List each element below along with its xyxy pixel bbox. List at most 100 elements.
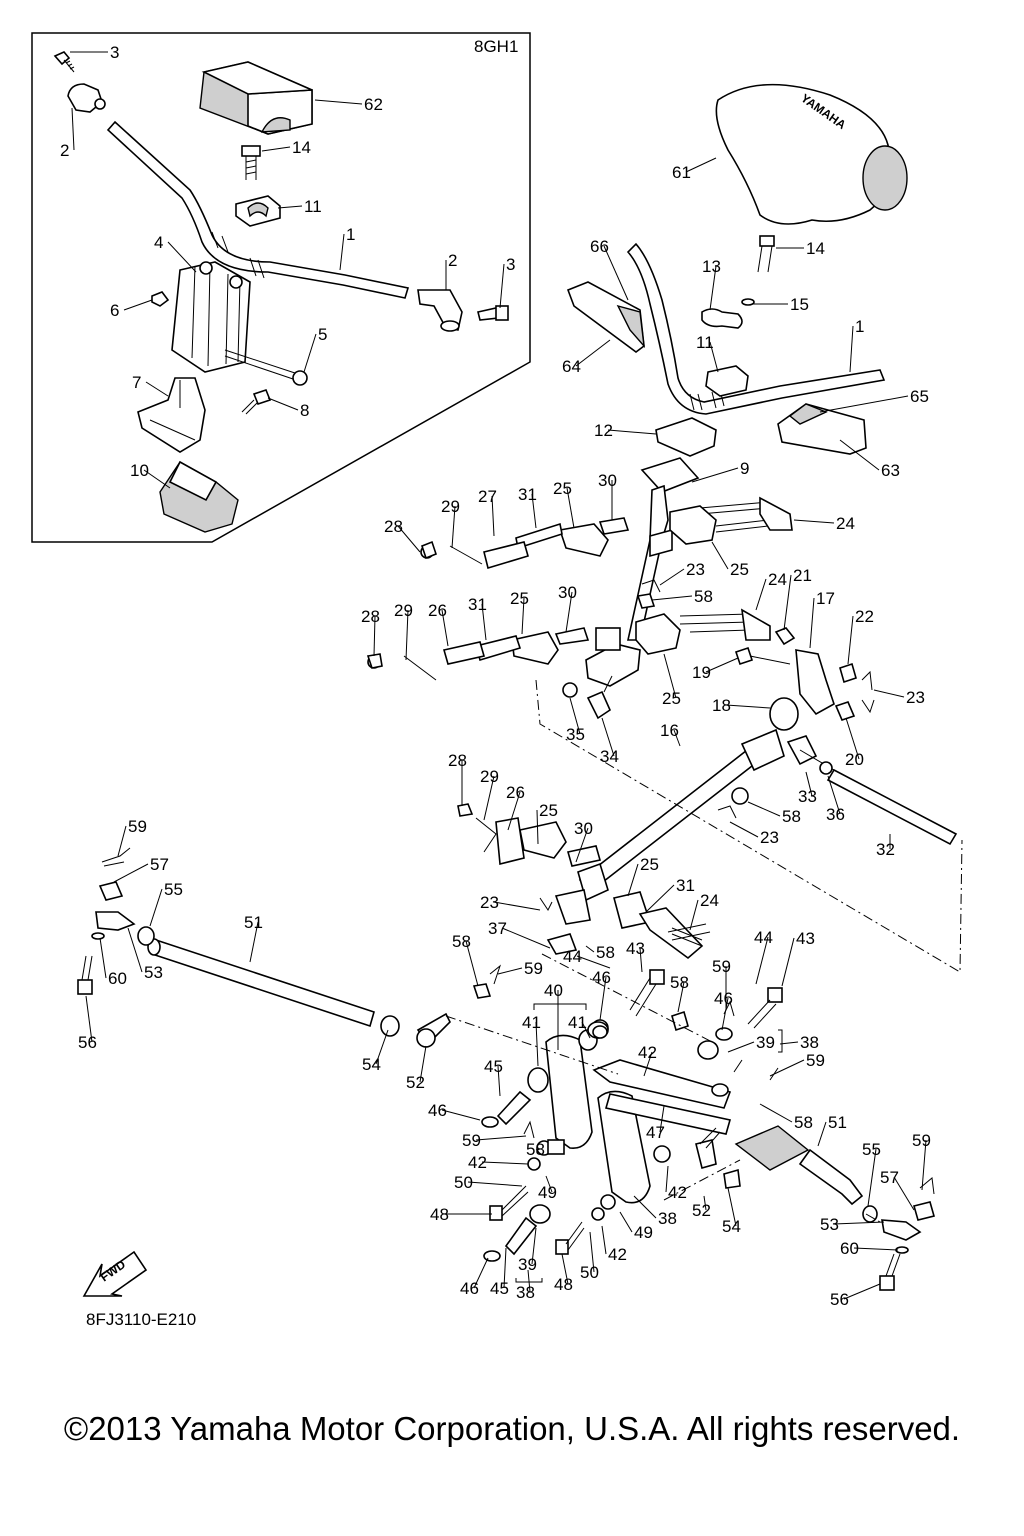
callout-leader-line	[501, 927, 551, 949]
callout-leader-line	[405, 609, 409, 661]
callout-leader-line	[665, 1165, 669, 1193]
callout-number: 52	[406, 1073, 425, 1092]
grip-63	[777, 403, 867, 455]
callout-number: 51	[828, 1113, 847, 1132]
callout-number: 38	[800, 1033, 819, 1052]
callout-leader-line	[639, 947, 643, 973]
nuts-small	[366, 540, 733, 1097]
callout-leader-line	[619, 1211, 633, 1233]
callout-leader-line	[71, 107, 75, 151]
callout-leader-line	[659, 568, 685, 586]
callout-leader-line	[249, 921, 259, 963]
callout-leader-line	[267, 397, 299, 411]
callout-leader-line	[531, 493, 537, 529]
callout-number: 21	[793, 566, 812, 585]
callout-number: 56	[830, 1290, 849, 1309]
callout-number: 15	[790, 295, 809, 314]
callout-number: 25	[553, 479, 572, 498]
callout-number: 42	[468, 1153, 487, 1172]
callout-leader-line	[375, 1029, 389, 1065]
callout-leader-line	[277, 205, 303, 209]
callout-leader-line	[123, 299, 153, 311]
tie-rod-34	[562, 675, 613, 720]
callout-leader-line	[783, 574, 792, 631]
callout-number: 43	[796, 929, 815, 948]
callout-number: 38	[658, 1209, 677, 1228]
callout-number: 9	[740, 459, 749, 478]
callout-leader-line	[601, 717, 615, 757]
tie-rod-end-right	[879, 1201, 935, 1291]
callout-number: 46	[428, 1101, 447, 1120]
grip-64	[566, 281, 645, 353]
callout-leader-line	[441, 609, 449, 647]
callout-number: 58	[670, 973, 689, 992]
callout-number: 18	[712, 696, 731, 715]
callout-number: 46	[460, 1279, 479, 1298]
callout-number: 7	[132, 373, 141, 392]
callout-number: 29	[394, 601, 413, 620]
callout-number: 23	[480, 893, 499, 912]
callout-leader-line	[99, 937, 107, 979]
callout-number: 42	[608, 1245, 627, 1264]
lower-arms	[546, 889, 711, 960]
bolts-lower	[489, 927, 783, 1255]
callout-number: 26	[428, 601, 447, 620]
callout-number: 64	[562, 357, 581, 376]
callout-leader-line	[127, 927, 143, 973]
callout-leader-line	[827, 775, 841, 815]
callout-number: 38	[516, 1283, 535, 1302]
assembly-lines	[445, 679, 963, 1223]
inset-screw-8	[241, 389, 272, 415]
callout-number: 26	[506, 783, 525, 802]
inset-bracket-7	[137, 377, 206, 453]
callout-number: 60	[840, 1239, 859, 1258]
callout-leader-line	[921, 1139, 927, 1191]
callout-leader-line	[781, 937, 795, 987]
handlebar-cover-61: YAMAHA	[715, 83, 908, 225]
callout-leader-line	[627, 863, 639, 897]
callout-number: 16	[660, 721, 679, 740]
callout-number: 49	[538, 1183, 557, 1202]
callout-leader-line	[581, 1021, 591, 1039]
callout-leader-line	[303, 333, 317, 373]
callout-number: 56	[78, 1033, 97, 1052]
callout-leader-line	[527, 1269, 531, 1293]
callout-number: 11	[696, 333, 714, 352]
callout-leader-line	[261, 146, 291, 152]
callout-number: 12	[594, 421, 613, 440]
callout-number: 44	[754, 928, 773, 947]
callout-number: 23	[906, 688, 925, 707]
parts-diagram: 8GH1	[31, 32, 963, 1329]
drawing-code: 8FJ3110-E210	[86, 1310, 196, 1329]
callout-number: 30	[574, 819, 593, 838]
callout-number: 29	[480, 767, 499, 786]
callout-leader-line	[853, 1247, 899, 1251]
callout-number: 28	[361, 607, 380, 626]
callout-number: 28	[384, 517, 403, 536]
callout-leader-line	[833, 1221, 885, 1225]
callout-leader-line	[473, 1257, 489, 1289]
callout-number: 39	[756, 1033, 775, 1052]
callout-leader-line	[491, 495, 495, 537]
callout-number: 45	[484, 1057, 503, 1076]
link-rod-24a	[699, 496, 793, 533]
callout-leader-line	[339, 233, 345, 271]
callout-leader-line	[576, 955, 611, 969]
callout-number: 52	[692, 1201, 711, 1220]
callout-leader-line	[481, 1161, 529, 1165]
steering-column-9	[585, 457, 700, 687]
callout-leader-line	[703, 1195, 707, 1211]
collar-18	[769, 697, 799, 731]
callout-leader-line	[809, 597, 815, 649]
callout-leader-line	[521, 597, 525, 635]
inset-handlebar	[106, 120, 410, 299]
callout-number: 65	[910, 387, 929, 406]
callout-number: 41	[522, 1013, 541, 1032]
callout-leader-line	[545, 1175, 553, 1193]
callout-leader-line	[729, 821, 759, 838]
callout-number: 1	[346, 225, 355, 244]
callout-number: 44	[563, 947, 582, 966]
callout-leader-line	[867, 1148, 877, 1207]
inset-screw-3b	[477, 305, 509, 321]
